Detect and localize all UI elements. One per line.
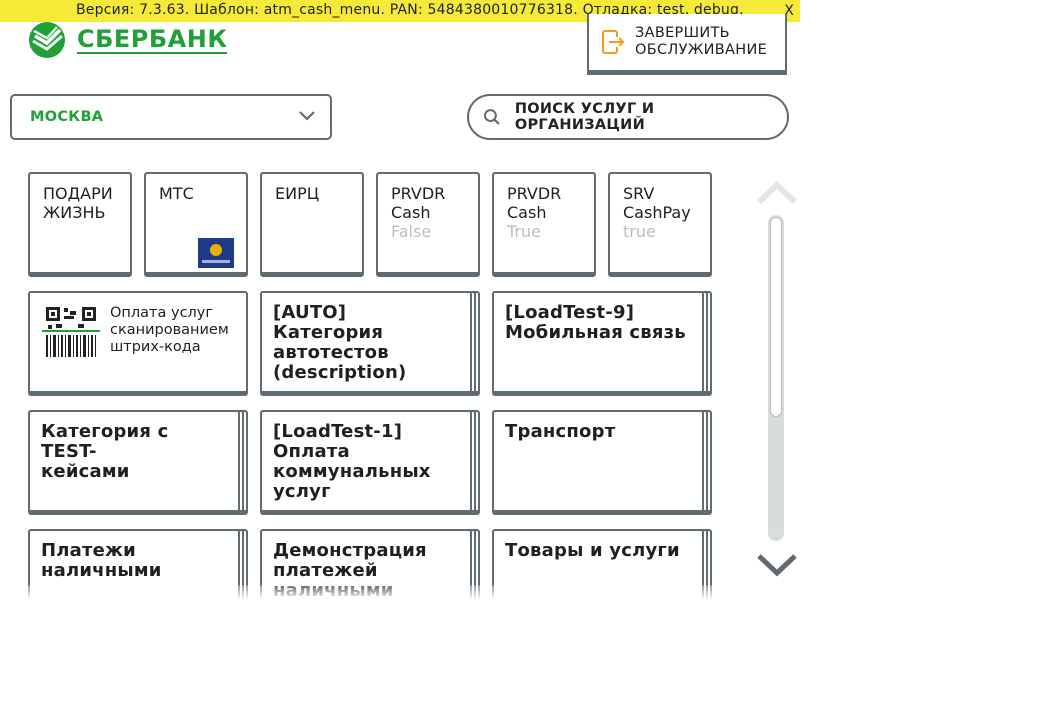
exit-icon xyxy=(602,30,625,54)
sberbank-logo-icon xyxy=(29,22,65,58)
city-value: МОСКВА xyxy=(30,109,104,125)
barcode-icon xyxy=(42,307,100,357)
finish-service-button[interactable]: ЗАВЕРШИТЬ ОБСЛУЖИВАНИЕ xyxy=(587,14,787,72)
tile-srv-cashpay[interactable]: SRV CashPay true xyxy=(608,172,712,277)
sberbank-logo: СБЕРБАНК xyxy=(27,21,228,59)
tile-podari-zhizn[interactable]: ПОДАРИ ЖИЗНЬ xyxy=(28,172,132,277)
tile-label: [LoadTest-1] Оплата коммунальных услуг xyxy=(273,421,431,502)
category-tile[interactable]: [LoadTest-1] Оплата коммунальных услуг xyxy=(260,410,472,515)
debug-info: Версия: 7.3.63. Шаблон: atm_cash_menu. P… xyxy=(76,2,744,18)
city-select[interactable]: МОСКВА xyxy=(10,94,332,140)
scroll-fade xyxy=(0,585,730,600)
category-tile[interactable]: Категория с TEST- кейсами xyxy=(28,410,240,515)
scroll-up-icon[interactable] xyxy=(756,180,798,206)
tile-label: PRVDR Cash xyxy=(391,184,446,222)
tile-transport[interactable]: Транспорт xyxy=(492,410,712,515)
atm-screen: Версия: 7.3.63. Шаблон: atm_cash_menu. P… xyxy=(0,0,800,600)
tile-test-cases-category[interactable]: Категория с TEST- кейсами xyxy=(28,410,248,515)
tile-label: Платежи наличными xyxy=(41,540,162,581)
tile-label: Товары и услуги xyxy=(505,540,680,561)
search-label: ПОИСК УСЛУГ И ОРГАНИЗАЦИЙ xyxy=(514,101,655,133)
tile-label: Транспорт xyxy=(505,421,616,442)
tile-auto-category[interactable]: [AUTO] Категория автотестов (description… xyxy=(260,291,480,396)
tile-label: МТС xyxy=(159,184,194,203)
scroll-down-icon[interactable] xyxy=(756,552,798,578)
tile-label: Категория с TEST- кейсами xyxy=(41,421,169,482)
finish-service-label: ЗАВЕРШИТЬ ОБСЛУЖИВАНИЕ xyxy=(635,25,768,58)
tile-label: ПОДАРИ ЖИЗНЬ xyxy=(43,184,113,222)
tile-label: ЕИРЦ xyxy=(275,184,320,203)
category-tile[interactable]: [LoadTest-9] Мобильная связь xyxy=(492,291,704,396)
tile-label: PRVDR Cash xyxy=(507,184,562,222)
tile-label: [LoadTest-9] Мобильная связь xyxy=(505,302,686,343)
provider-logo-icon xyxy=(198,238,234,268)
chevron-down-icon xyxy=(299,111,315,121)
category-tile[interactable]: Транспорт xyxy=(492,410,704,515)
debug-close-button[interactable]: X xyxy=(784,3,794,19)
tile-label: [AUTO] Категория автотестов (description… xyxy=(273,302,407,383)
tile-prvdr-cash-false[interactable]: PRVDR Cash False xyxy=(376,172,480,277)
tile-barcode-payment[interactable]: Оплата услуг сканированием штрих-кода xyxy=(28,291,248,396)
logo-text: СБЕРБАНК xyxy=(77,25,228,54)
tile-loadtest-1[interactable]: [LoadTest-1] Оплата коммунальных услуг xyxy=(260,410,480,515)
tile-eirc[interactable]: ЕИРЦ xyxy=(260,172,364,277)
scrollbar-thumb[interactable] xyxy=(770,217,782,417)
tile-sublabel: true xyxy=(623,222,656,241)
search-icon xyxy=(483,109,500,125)
category-tile[interactable]: [AUTO] Категория автотестов (description… xyxy=(260,291,472,396)
tile-sublabel: False xyxy=(391,222,432,241)
tile-sublabel: True xyxy=(507,222,541,241)
tile-loadtest-9[interactable]: [LoadTest-9] Мобильная связь xyxy=(492,291,712,396)
tile-prvdr-cash-true[interactable]: PRVDR Cash True xyxy=(492,172,596,277)
tile-mts[interactable]: МТС xyxy=(144,172,248,277)
tile-label: Оплата услуг сканированием штрих-кода xyxy=(110,305,229,355)
search-services-button[interactable]: ПОИСК УСЛУГ И ОРГАНИЗАЦИЙ xyxy=(467,94,789,140)
tile-label: SRV CashPay xyxy=(623,184,691,222)
